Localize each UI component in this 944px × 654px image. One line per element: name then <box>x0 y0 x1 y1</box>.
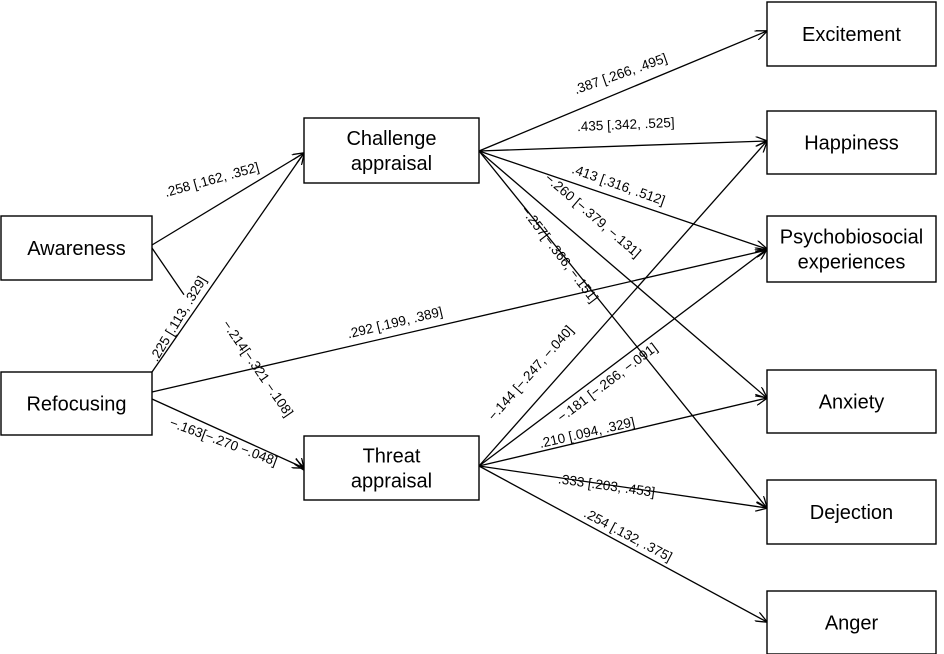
edge-awareness-threat <box>296 458 304 470</box>
node-dejection: Dejection <box>766 479 937 545</box>
edge-threat-anger <box>478 465 767 622</box>
edge-label-challenge-happiness: .435 [.342, .525] <box>577 115 675 134</box>
edge-refocusing-challenge <box>151 153 304 373</box>
edge-challenge-anxiety <box>478 150 767 398</box>
node-challenge-label: Challenge <box>346 128 436 150</box>
edge-label-refocusing-threat: −.163[−.270 −.048] <box>168 415 280 469</box>
edge-label-threat-anger: .254 [.132, .375] <box>582 505 675 564</box>
node-threat-box <box>303 435 480 501</box>
node-challenge-box <box>303 117 480 184</box>
node-anxiety: Anxiety <box>766 369 937 434</box>
node-psychobiosocial-box <box>766 215 937 283</box>
edge-label-threat-dejection: .333 [.203, .453] <box>557 471 656 499</box>
node-happiness-box <box>766 110 937 175</box>
node-threat: Threat appraisal <box>303 435 480 501</box>
node-psychobiosocial-label: experiences <box>798 252 906 274</box>
node-refocusing-box <box>0 371 153 436</box>
node-happiness: Happiness <box>766 110 937 175</box>
edge-label-awareness-threat: −.214[−.321 −.108] <box>219 317 296 419</box>
node-refocusing-label: Refocusing <box>26 394 126 416</box>
node-challenge-label: appraisal <box>351 153 432 175</box>
edge-refocusing-psychobiosocial <box>151 250 767 393</box>
node-dejection-box <box>766 479 937 545</box>
node-threat-label: Threat <box>363 446 421 468</box>
edge-threat-anxiety <box>478 398 767 467</box>
edge-threat-dejection <box>478 465 767 508</box>
edge-label-challenge-excitement: .387 [.266, .495] <box>572 50 669 97</box>
edge-awareness-threat-segment-a <box>151 247 185 296</box>
node-awareness: Awareness <box>0 215 153 281</box>
node-anxiety-label: Anxiety <box>819 392 885 414</box>
node-anger-label: Anger <box>825 613 879 635</box>
node-challenge: Challenge appraisal <box>303 117 480 184</box>
edge-layer <box>151 31 767 622</box>
node-excitement-box <box>766 1 937 67</box>
node-anxiety-box <box>766 369 937 434</box>
edge-threat-happiness <box>478 141 767 467</box>
node-refocusing: Refocusing <box>0 371 153 436</box>
node-psychobiosocial-label: Psychobiosocial <box>780 227 923 249</box>
node-happiness-label: Happiness <box>804 133 899 155</box>
edge-label-threat-psychobiosocial: −.181 [−.266, −.091] <box>554 340 660 425</box>
node-threat-label: appraisal <box>351 471 432 493</box>
edge-challenge-dejection <box>478 150 767 508</box>
node-awareness-box <box>0 215 153 281</box>
edge-awareness-challenge <box>151 153 304 246</box>
node-psychobiosocial: Psychobiosocial experiences <box>766 215 937 283</box>
edge-challenge-excitement <box>478 31 767 152</box>
edge-threat-psychobiosocial <box>478 249 767 467</box>
edge-challenge-psychobiosocial <box>478 150 767 249</box>
node-anger-box <box>766 590 937 654</box>
node-anger: Anger <box>766 590 937 654</box>
node-awareness-label: Awareness <box>27 238 126 260</box>
edge-refocusing-threat <box>151 398 304 468</box>
edge-challenge-happiness <box>478 141 767 152</box>
node-excitement: Excitement <box>766 1 937 67</box>
node-excitement-label: Excitement <box>802 24 901 46</box>
node-dejection-label: Dejection <box>810 502 893 524</box>
edge-label-awareness-challenge: .258 [.162, .352] <box>163 159 261 200</box>
